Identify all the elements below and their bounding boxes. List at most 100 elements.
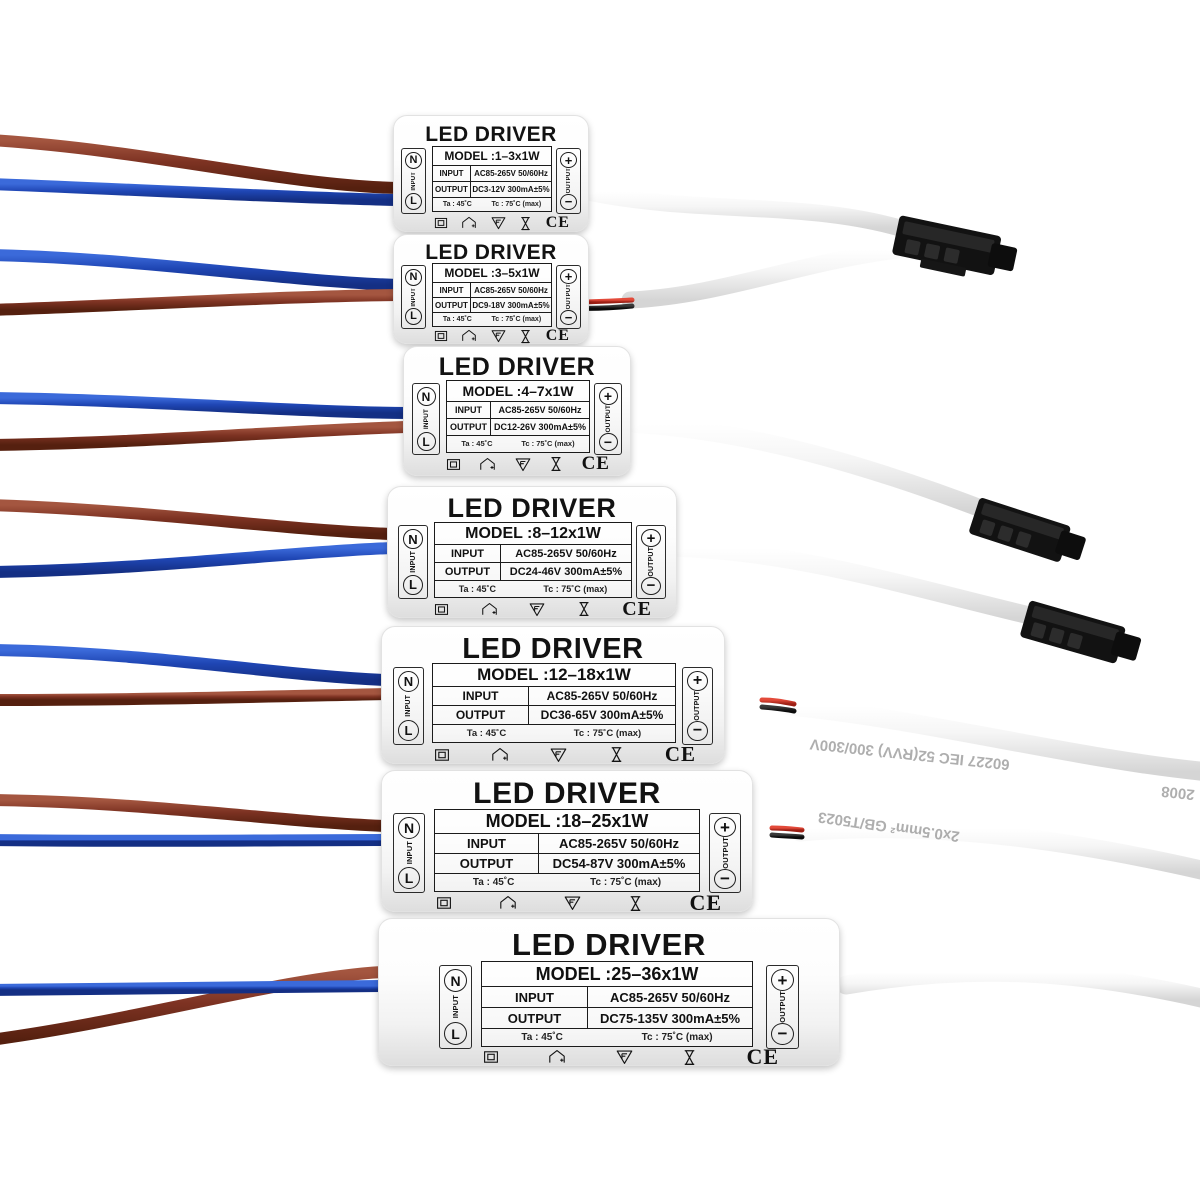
input-terminal-block[interactable]: N INPUT L [412, 383, 440, 455]
ce-mark-icon: CE [581, 453, 610, 474]
output-terminal-label: OUTPUT [778, 991, 787, 1023]
terminal-l-icon: L [398, 867, 420, 889]
independent-luminaire-triangle-f-icon [616, 1049, 633, 1065]
terminal-l-icon: L [398, 719, 419, 741]
model-row: MODEL : 8–12x1W [435, 523, 631, 545]
output-terminal-block[interactable]: + OUTPUT − [709, 813, 741, 893]
led-driver-unit[interactable]: LED DRIVER N INPUT L + OUTPUT − MODEL : … [381, 770, 753, 917]
input-terminal-block[interactable]: N INPUT L [398, 525, 428, 599]
output-terminal-label: OUTPUT [604, 405, 612, 433]
input-terminal-label: INPUT [410, 287, 417, 307]
terminal-n-icon: N [398, 671, 419, 692]
led-driver-unit[interactable]: LED DRIVER N INPUT L + OUTPUT − MODEL : … [378, 918, 840, 1071]
product-title: LED DRIVER [447, 493, 617, 523]
ce-mark-icon: CE [545, 214, 570, 231]
input-wire-pair-2 [0, 249, 404, 316]
input-spec-label: INPUT [433, 166, 471, 181]
sm-connector-3 [1020, 600, 1142, 664]
model-row: MODEL : 4–7x1W [447, 381, 589, 402]
hourglass-thermal-fuse-icon [609, 746, 624, 763]
hourglass-thermal-fuse-icon [577, 601, 591, 617]
ta-value: Ta : 45˚C [461, 439, 493, 448]
input-spec-label: INPUT [433, 283, 471, 297]
class-2-double-insulation-icon [483, 1049, 499, 1065]
output-spec-label: OUTPUT [433, 298, 471, 312]
terminal-n-icon: N [398, 817, 420, 839]
class-2-double-insulation-icon [434, 216, 448, 230]
output-spec-label: OUTPUT [482, 1008, 588, 1028]
product-title: LED DRIVER [512, 927, 706, 962]
output-spec-row: OUTPUT DC3-12V 300mA±5% [433, 182, 551, 198]
input-terminal-block[interactable]: N INPUT L [401, 148, 426, 214]
terminal-n-icon: N [403, 529, 423, 549]
hourglass-thermal-fuse-icon [519, 329, 532, 344]
input-terminal-block[interactable]: N INPUT L [393, 667, 424, 745]
hourglass-thermal-fuse-icon [682, 1049, 697, 1066]
model-row: MODEL : 18–25x1W [435, 810, 699, 834]
terminal-n-icon: N [416, 387, 436, 406]
terminal-minus-icon: − [641, 576, 661, 595]
tc-value: Tc : 75˚C (max) [641, 1032, 713, 1043]
output-cable-5 [759, 696, 1200, 781]
input-terminal-block[interactable]: N INPUT L [439, 965, 472, 1049]
independent-luminaire-triangle-f-icon [564, 895, 581, 911]
terminal-minus-icon: − [771, 1022, 794, 1045]
tc-value: Tc : 75˚C (max) [521, 439, 575, 448]
spec-table: MODEL : 8–12x1W INPUT AC85-265V 50/60Hz … [434, 522, 632, 598]
independent-luminaire-triangle-f-icon [550, 747, 567, 763]
led-driver-unit[interactable]: LED DRIVER N INPUT L + OUTPUT − MODEL : … [393, 115, 589, 237]
terminal-plus-icon: + [560, 152, 577, 169]
model-value: 12–18x1W [548, 665, 631, 684]
input-terminal-block[interactable]: N INPUT L [401, 265, 426, 329]
led-driver-unit[interactable]: LED DRIVER N INPUT L + OUTPUT − MODEL : … [387, 486, 677, 623]
output-spec-value: DC12-26V 300mA±5% [494, 422, 586, 432]
output-terminal-block[interactable]: + OUTPUT − [766, 965, 799, 1049]
input-terminal-label: INPUT [451, 995, 460, 1019]
output-spec-value: DC24-46V 300mA±5% [509, 565, 623, 578]
output-spec-row: OUTPUT DC54-87V 300mA±5% [435, 854, 699, 874]
independent-luminaire-triangle-f-icon [529, 602, 545, 617]
independent-luminaire-triangle-f-icon [515, 457, 531, 472]
terminal-minus-icon: − [598, 432, 618, 451]
temperature-row: Ta : 45˚C Tc : 75˚C (max) [447, 436, 589, 451]
tc-value: Tc : 75˚C (max) [590, 877, 662, 888]
led-driver-unit[interactable]: LED DRIVER N INPUT L + OUTPUT − MODEL : … [393, 234, 589, 349]
input-spec-label: INPUT [435, 545, 501, 562]
led-driver-unit[interactable]: LED DRIVER N INPUT L + OUTPUT − MODEL : … [403, 346, 631, 481]
independent-luminaire-triangle-f-icon [491, 329, 506, 343]
output-terminal-label: OUTPUT [694, 691, 701, 721]
led-driver-unit[interactable]: LED DRIVER N INPUT L + OUTPUT − MODEL : … [381, 626, 725, 769]
spec-table: MODEL : 4–7x1W INPUT AC85-265V 50/60Hz O… [446, 380, 590, 453]
model-prefix: MODEL : [465, 524, 533, 542]
terminal-plus-icon: + [771, 969, 794, 992]
output-terminal-block[interactable]: + OUTPUT − [682, 667, 713, 745]
model-prefix: MODEL : [462, 383, 522, 399]
output-terminal-block[interactable]: + OUTPUT − [636, 525, 666, 599]
product-title: LED DRIVER [473, 777, 661, 810]
input-terminal-label: INPUT [422, 408, 430, 430]
product-title: LED DRIVER [462, 633, 644, 665]
class-2-double-insulation-icon [446, 457, 461, 472]
ce-mark-icon: CE [664, 742, 696, 766]
output-spec-row: OUTPUT DC12-26V 300mA±5% [447, 419, 589, 436]
output-terminal-block[interactable]: + OUTPUT − [556, 265, 581, 329]
class-2-double-insulation-icon [434, 329, 448, 343]
output-terminal-block[interactable]: + OUTPUT − [594, 383, 622, 455]
input-spec-row: INPUT AC85-265V 50/60Hz [435, 834, 699, 854]
certification-symbol-row: CE [434, 327, 570, 344]
input-spec-label: INPUT [482, 987, 588, 1007]
product-title: LED DRIVER [438, 353, 596, 381]
output-spec-row: OUTPUT DC24-46V 300mA±5% [435, 563, 631, 581]
input-spec-label: INPUT [447, 402, 491, 418]
input-terminal-label: INPUT [410, 171, 417, 191]
tc-value: Tc : 75˚C (max) [491, 316, 542, 323]
input-terminal-block[interactable]: N INPUT L [393, 813, 425, 893]
indoor-use-house-icon [548, 1049, 566, 1065]
model-row: MODEL : 3–5x1W [433, 264, 551, 283]
output-terminal-block[interactable]: + OUTPUT − [556, 148, 581, 214]
terminal-l-icon: L [444, 1022, 467, 1045]
temperature-row: Ta : 45˚C Tc : 75˚C (max) [433, 313, 551, 326]
model-prefix: MODEL : [477, 665, 549, 684]
hourglass-thermal-fuse-icon [519, 216, 532, 231]
output-cable-1 [579, 183, 909, 237]
